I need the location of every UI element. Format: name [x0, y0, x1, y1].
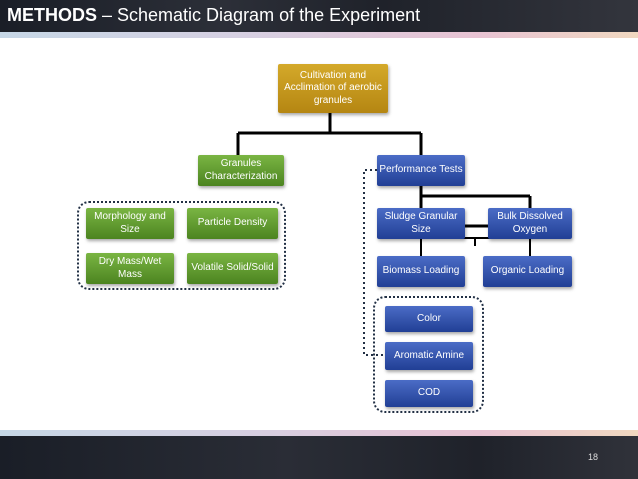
node-particle-density-label: Particle Density — [197, 217, 268, 229]
node-bulk-dissolved-oxygen-label: Bulk Dissolved Oxygen — [497, 211, 563, 235]
title-text: – Schematic Diagram of the Experiment — [97, 5, 421, 25]
slide-title: METHODS – Schematic Diagram of the Exper… — [7, 5, 420, 26]
page-number: 18 — [587, 452, 598, 462]
node-morphology-size: Morphology and Size — [86, 208, 174, 239]
characterization-group-frame — [77, 201, 286, 290]
node-cod-label: COD — [417, 387, 441, 399]
footer-bar — [0, 436, 638, 479]
node-performance-tests: Performance Tests — [377, 155, 465, 186]
node-aromatic-amine: Aromatic Amine — [385, 342, 473, 370]
node-sludge-granular-size-label: Sludge Granular Size — [384, 211, 458, 235]
header-bar: METHODS – Schematic Diagram of the Exper… — [0, 0, 638, 32]
connector-performance-to-pollutant-group — [363, 169, 384, 356]
node-morphology-size-label: Morphology and Size — [94, 211, 166, 235]
node-biomass-loading: Biomass Loading — [377, 256, 465, 287]
header-stripe — [0, 32, 638, 38]
node-granules-characterization-label: Granules Characterization — [204, 158, 278, 182]
node-color: Color — [385, 306, 473, 332]
node-dry-wet-mass: Dry Mass/Wet Mass — [86, 253, 174, 284]
node-organic-loading: Organic Loading — [483, 256, 572, 287]
footer-stripe — [0, 430, 638, 436]
node-performance-tests-label: Performance Tests — [379, 164, 463, 176]
node-aromatic-amine-label: Aromatic Amine — [393, 349, 465, 361]
node-cultivation: Cultivation and Acclimation of aerobic g… — [278, 64, 388, 113]
node-bulk-dissolved-oxygen: Bulk Dissolved Oxygen — [488, 208, 572, 239]
node-granules-characterization: Granules Characterization — [198, 155, 284, 186]
node-biomass-loading-label: Biomass Loading — [382, 265, 460, 277]
pollutant-group-frame — [373, 296, 484, 413]
node-volatile-solid-label: Volatile Solid/Solid — [191, 262, 274, 274]
title-bold: METHODS — [7, 5, 97, 25]
node-organic-loading-label: Organic Loading — [490, 265, 565, 277]
node-cultivation-label: Cultivation and Acclimation of aerobic g… — [284, 69, 382, 106]
node-particle-density: Particle Density — [187, 208, 278, 239]
node-sludge-granular-size: Sludge Granular Size — [377, 208, 465, 239]
node-volatile-solid: Volatile Solid/Solid — [187, 253, 278, 284]
node-cod: COD — [385, 380, 473, 407]
node-color-label: Color — [417, 312, 441, 324]
node-dry-wet-mass-label: Dry Mass/Wet Mass — [98, 256, 162, 280]
